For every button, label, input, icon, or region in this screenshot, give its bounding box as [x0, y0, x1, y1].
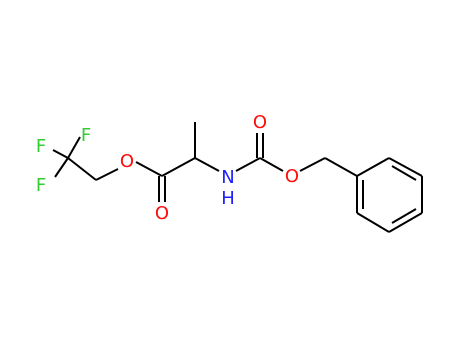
- bond-ring-2: [388, 157, 423, 177]
- atom-amide-nitrogen: N: [221, 167, 234, 188]
- bond-ring-inner-2: [391, 208, 417, 224]
- bond-benzyl-ch2-ring: [324, 157, 358, 177]
- atom-carbamate-carbonyl-oxygen: O: [253, 112, 267, 133]
- bond-ether-oxygen-benzyl-ch2: [299, 157, 326, 172]
- atom-labels: F F F O O N H O O: [36, 112, 299, 224]
- bond-ester-oxygen-carbonyl: [135, 161, 163, 177]
- bond-cf3-ch2: [67, 157, 97, 181]
- atom-amide-hydrogen: H: [221, 188, 235, 209]
- bond-c-f-top: [67, 136, 81, 159]
- bond-ring-1: [356, 157, 390, 177]
- bond-nitrogen-carbamate-carbon: [235, 157, 261, 172]
- atom-ester-carbonyl-oxygen: O: [155, 203, 169, 224]
- atom-fluorine-upper-left: F: [36, 136, 46, 157]
- bond-ch2-ester-oxygen: [95, 168, 119, 181]
- bonds: [52, 122, 423, 233]
- bond-carbonyl-alpha-carbon: [161, 157, 196, 177]
- bond-ring-4: [388, 212, 423, 233]
- bond-c-f-upper-left: [52, 149, 69, 159]
- bond-alpha-carbon-nitrogen: [194, 157, 220, 172]
- atom-fluorine-top: F: [81, 125, 91, 146]
- bond-ring-5: [356, 212, 390, 233]
- bond-c-f-lower-left: [54, 157, 69, 178]
- atom-ester-oxygen: O: [120, 151, 134, 172]
- bond-carbamate-carbon-ether-oxygen: [259, 157, 284, 172]
- atom-fluorine-lower-left: F: [36, 175, 46, 196]
- atom-carbamate-ether-oxygen: O: [285, 166, 299, 187]
- bond-ring-inner-1: [391, 165, 417, 181]
